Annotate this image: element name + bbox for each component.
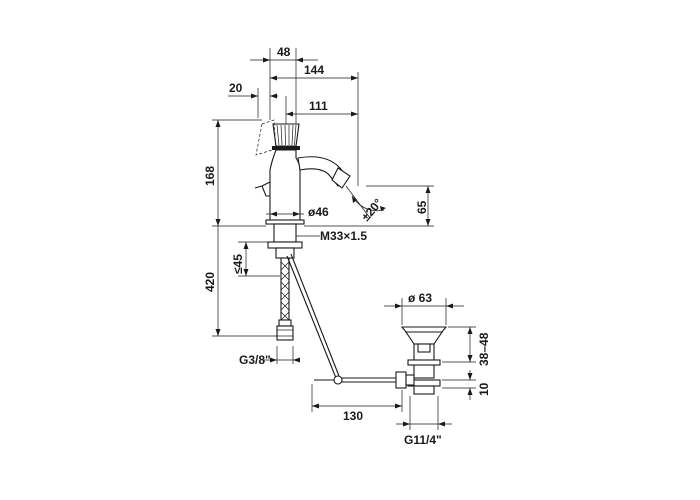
dim-dia63: ø 63 <box>408 291 432 305</box>
dim-65: 65 <box>415 200 429 214</box>
dim-111: 111 <box>309 99 328 113</box>
hose-braid <box>280 261 290 321</box>
faucet-assembly <box>254 119 351 385</box>
dim-10: 10 <box>477 382 491 396</box>
popup-lever <box>254 181 271 197</box>
waste-window <box>417 343 431 353</box>
dim-20: 20 <box>229 81 243 95</box>
dim-48: 48 <box>277 45 291 59</box>
popup-rod <box>286 255 337 379</box>
dim-168: 168 <box>203 166 217 186</box>
dim-38-48: 38–48 <box>477 332 491 366</box>
dim-max45: ≤45 <box>231 254 245 274</box>
popup-waste-assembly <box>342 326 448 395</box>
lock-nut <box>267 241 303 249</box>
waste-nut-upper <box>407 359 441 366</box>
dim-g38: G3/8" <box>239 353 271 367</box>
dim-g114: G11/4" <box>404 433 442 447</box>
faucet-body <box>269 149 301 221</box>
dimension-lines <box>212 48 476 430</box>
dim-130: 130 <box>343 409 363 423</box>
dim-144: 144 <box>304 63 324 77</box>
spout-aerator <box>331 167 351 189</box>
dim-m33: M33×1.5 <box>320 229 367 243</box>
hose-nut <box>276 325 294 341</box>
shank-end <box>275 247 295 259</box>
dim-420: 420 <box>203 272 217 292</box>
handle-tilt-outline <box>255 119 277 156</box>
hose-fitting <box>278 319 292 327</box>
waste-cone <box>404 331 444 345</box>
dim-dia46: ø46 <box>308 205 329 219</box>
handle-ring <box>272 146 300 150</box>
rod-clamp <box>395 371 407 389</box>
rod-pivot <box>333 375 343 385</box>
mounting-shank <box>273 223 297 243</box>
dimension-labels: 48 144 20 111 168 65 ±20° ø46 M33×1.5 ≤4… <box>203 45 491 447</box>
waste-flange <box>400 326 448 333</box>
base-plate <box>265 219 305 225</box>
handle-flutes <box>276 124 297 146</box>
waste-outlet <box>413 385 435 395</box>
